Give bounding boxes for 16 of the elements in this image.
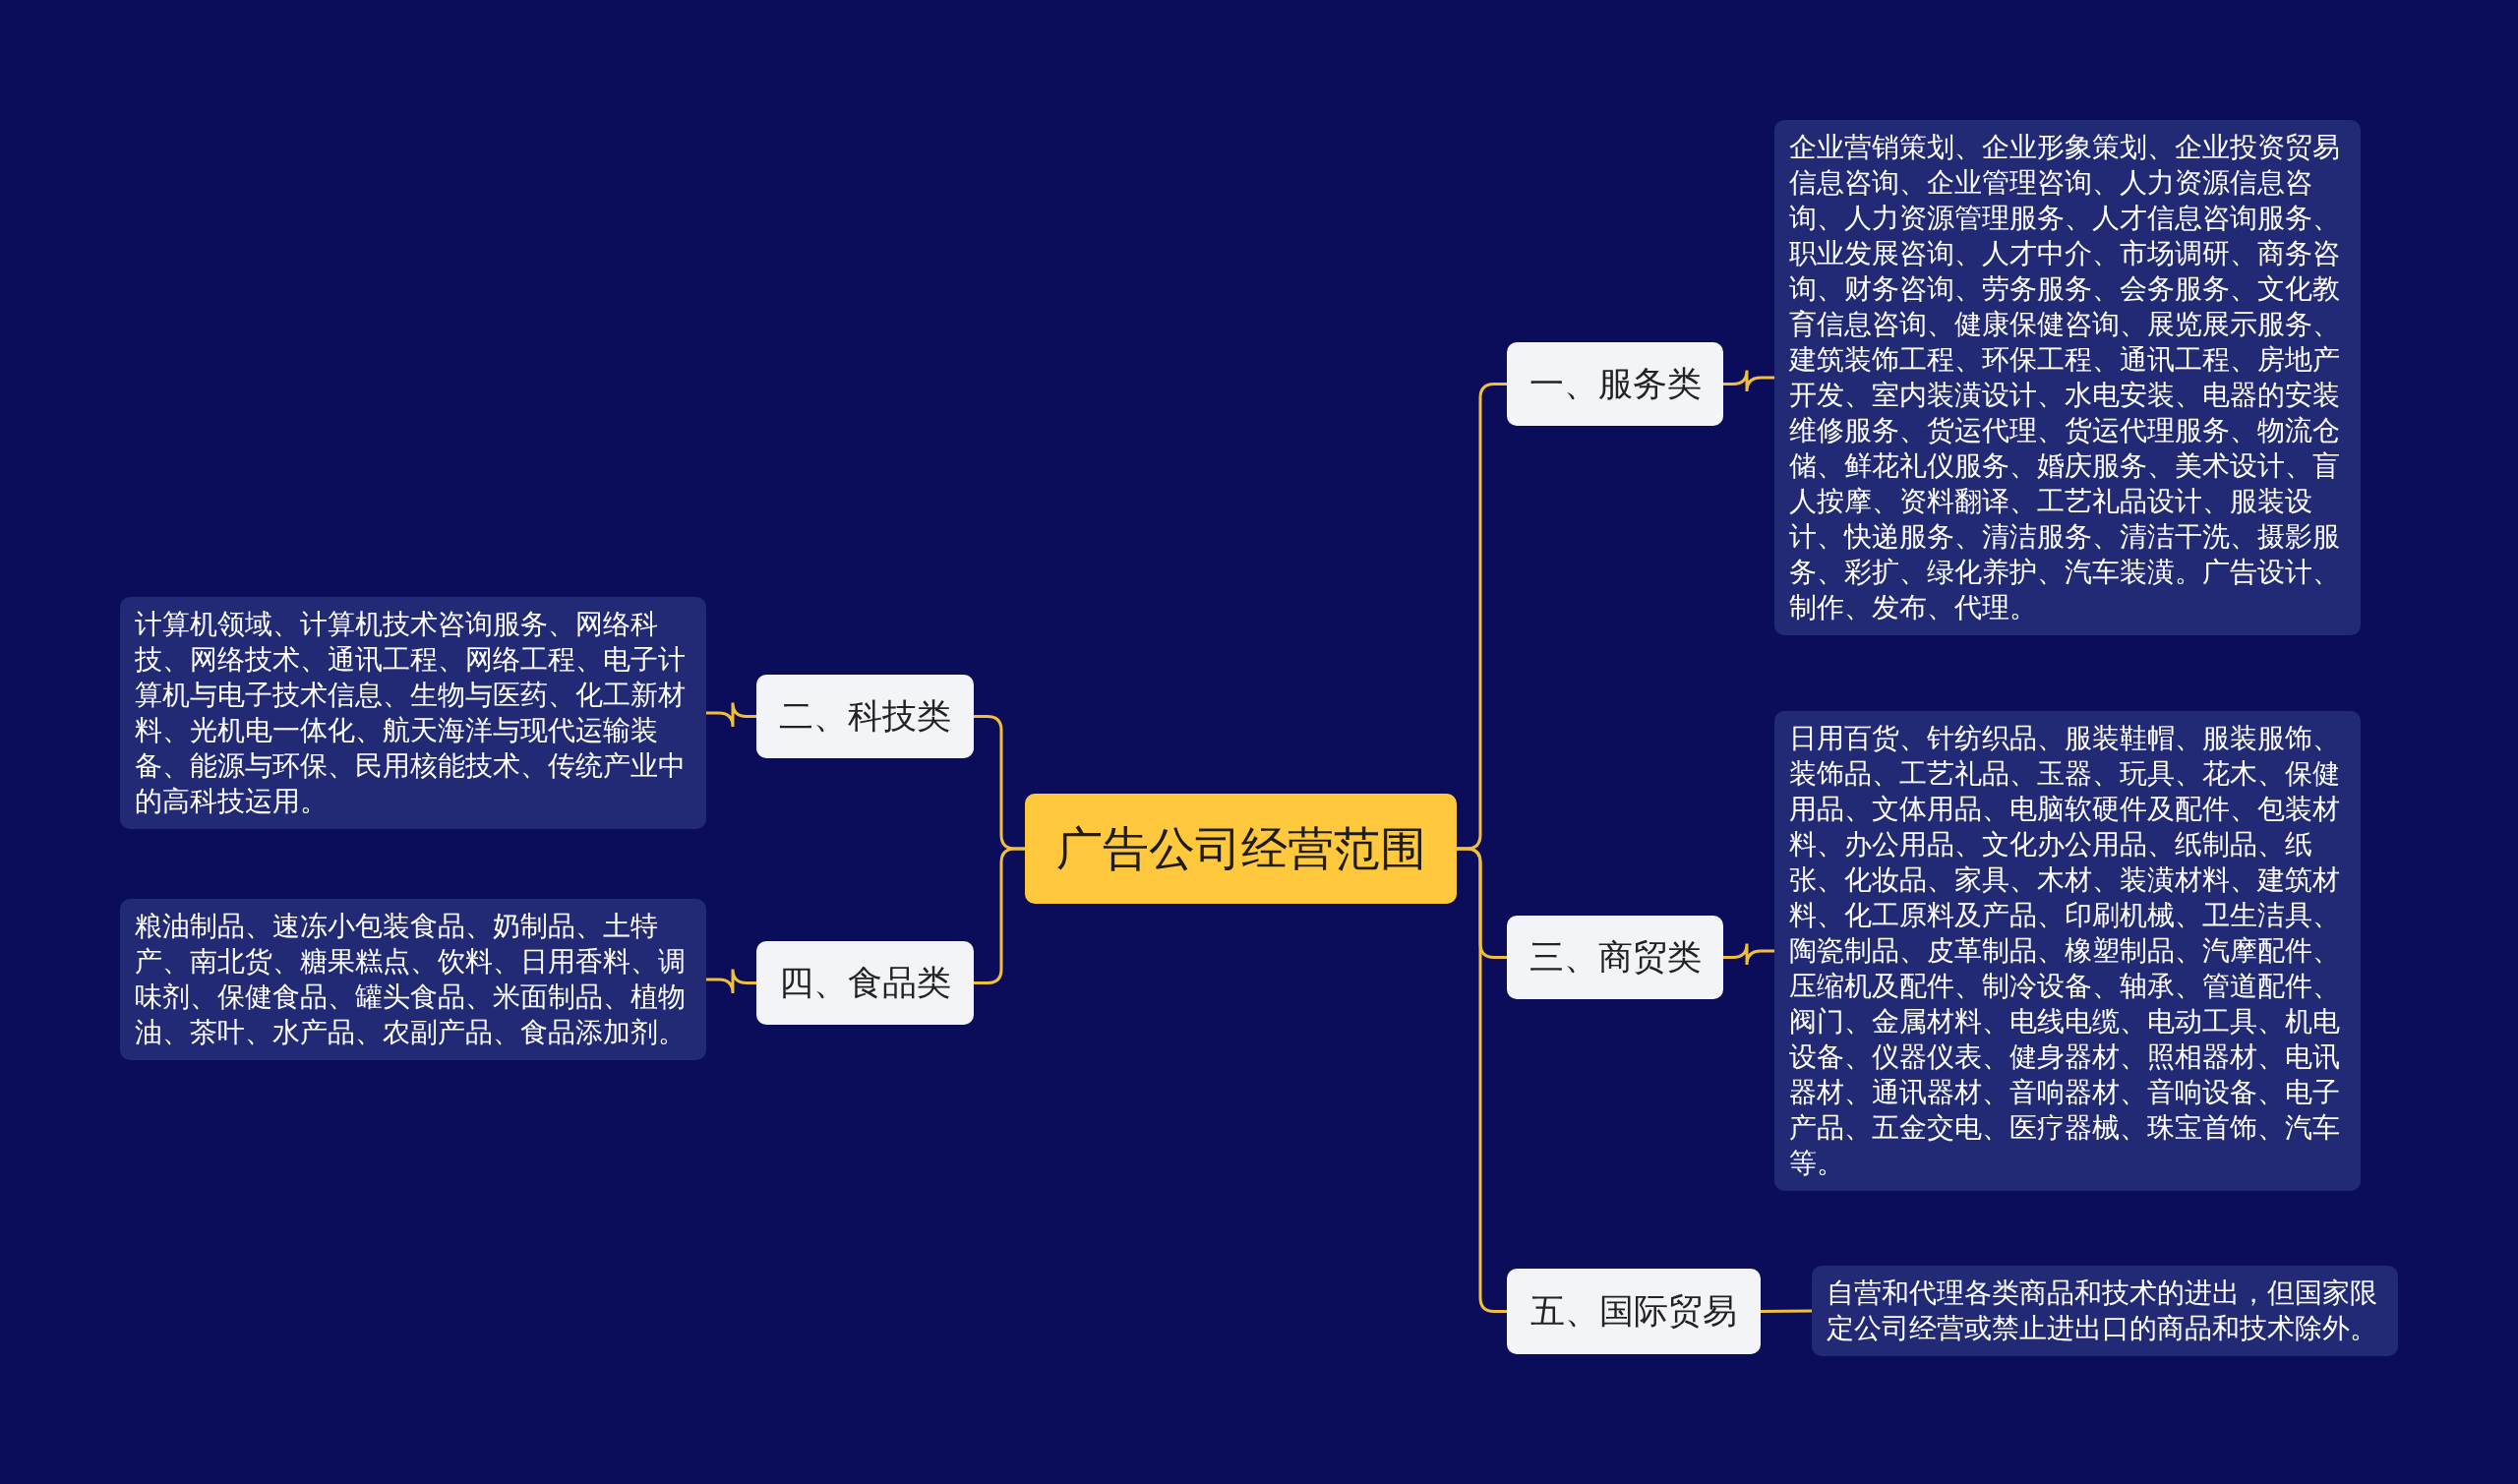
detail-box: 日用百货、针纺织品、服装鞋帽、服装服饰、装饰品、工艺礼品、玉器、玩具、花木、保健用品、文体用品、电脑软硬件及配件、包装材料、办公用品、文化办公用品、纸制品、纸张、化妆品、家具、木材、装潢材料、建筑材料、化工原料及产品、印刷机械、卫生洁具、陶瓷制品、皮革制品、橡塑制品、汽摩配件、压缩机及配件、制冷设备、轴承、管道配件、阀门、金属材料、电线电缆、电动工具、机电设备、仪器仪表、健身器材、照相器材、电讯器材、通讯器材、音响器材、音响设备、电子产品、五金交电、医疗器械、珠宝首饰、汽车等。 (1774, 711, 2361, 1191)
connector-line (1761, 1309, 1812, 1313)
detail-box: 自营和代理各类商品和技术的进出，但国家限定公司经营或禁止进出口的商品和技术除外。 (1812, 1266, 2398, 1356)
central-topic-box: 广告公司经营范围 (1025, 794, 1457, 904)
detail-box: 计算机领域、计算机技术咨询服务、网络科技、网络技术、通讯工程、网络工程、电子计算机与电子技术信息、生物与医药、化工新材料、光机电一体化、航天海洋与现代运输装备、能源与环保、民用核能技术、传统产业中的高科技运用。 (120, 597, 706, 829)
connector-line (706, 968, 756, 995)
connector-line (706, 701, 756, 729)
connector-line (1723, 369, 1774, 393)
topic-box: 一、服务类 (1507, 342, 1723, 426)
detail-box: 企业营销策划、企业形象策划、企业投资贸易信息咨询、企业管理咨询、人力资源信息咨询、人力资源管理服务、人才信息咨询服务、职业发展咨询、人才中介、市场调研、商务咨询、财务咨询、劳务服务、会务服务、文化教育信息咨询、健康保健咨询、展览展示服务、建筑装饰工程、环保工程、通讯工程、房地产开发、室内装潢设计、水电安装、电器的安装维修服务、货运代理、货运代理服务、物流仓储、鲜花礼仪服务、婚庆服务、美术设计、盲人按摩、资料翻译、工艺礼品设计、服装设计、快递服务、清洁服务、清洁干洗、摄影服务、彩扩、绿化养护、汽车装潢。广告设计、制作、发布、代理。 (1774, 120, 2361, 635)
detail-box: 粮油制品、速冻小包装食品、奶制品、土特产、南北货、糖果糕点、饮料、日用香料、调味剂、保健食品、罐头食品、米面制品、植物油、茶叶、水产品、农副产品、食品添加剂。 (120, 899, 706, 1060)
topic-box: 四、食品类 (756, 941, 974, 1025)
connector-line (1723, 942, 1774, 967)
topic-box: 三、商贸类 (1507, 916, 1723, 999)
topic-box: 二、科技类 (756, 675, 974, 758)
topic-box: 五、国际贸易 (1507, 1269, 1761, 1354)
